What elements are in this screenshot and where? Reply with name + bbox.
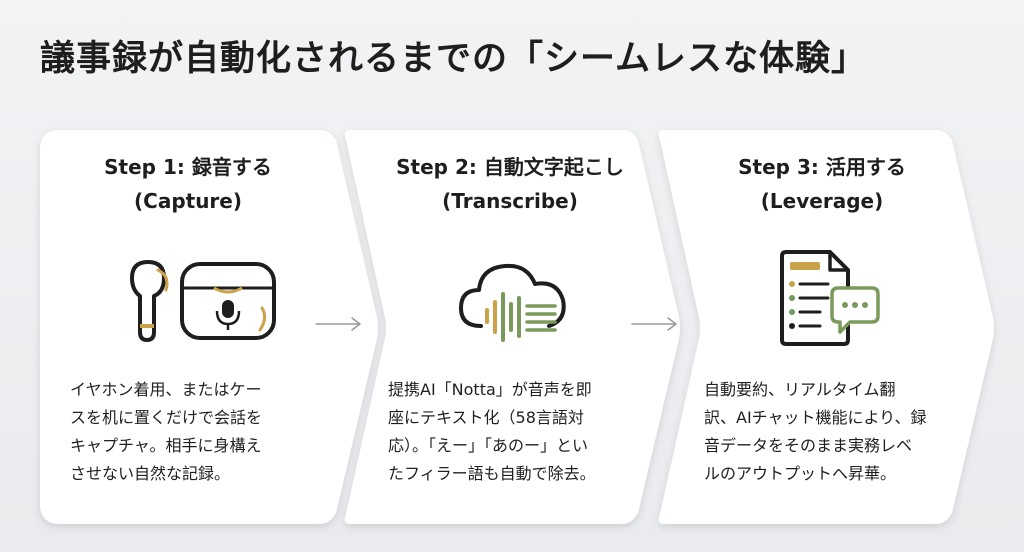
page-title: 議事録が自動化されるまでの「シームレスな体験」 xyxy=(40,39,867,79)
step-2-subtitle: (Transcribe) xyxy=(442,189,578,213)
step-1-desc-line: キャプチャ。相手に身構え xyxy=(70,436,262,455)
step-3-subtitle: (Leverage) xyxy=(760,189,884,213)
step-1-subtitle: (Capture) xyxy=(134,189,242,213)
step-2-desc-line: 座にテキスト化（58言語対 xyxy=(388,408,584,427)
step-2-title: Step 2: 自動文字起こし xyxy=(396,155,624,179)
step-3-card xyxy=(654,128,999,528)
step-1-card xyxy=(38,128,383,528)
step-1-desc-line: スを机に置くだけで会話を xyxy=(70,408,263,427)
step-1-description: イヤホン着用、またはケー スを机に置くだけで会話を キャプチャ。相手に身構え さ… xyxy=(70,376,330,488)
step-3-title: Step 3: 活用する xyxy=(738,155,906,179)
step-1-desc-line: イヤホン着用、またはケー xyxy=(70,380,262,399)
step-2-desc-line: たフィラー語も自動で除去。 xyxy=(388,464,596,483)
step-2-desc-line: 提携AI「Notta」が音声を即 xyxy=(388,380,592,399)
step-3-description: 自動要約、リアルタイム翻 訳、AIチャット機能により、録 音データをそのまま実務… xyxy=(704,376,964,488)
step-3-desc-line: ルのアウトプットへ昇華。 xyxy=(704,464,897,483)
step-2-desc-line: 応）。「えー」「あのー」とい xyxy=(388,436,589,455)
step-2-heading: Step 2: 自動文字起こし (Transcribe) xyxy=(360,150,660,218)
cloud-waveform-icon xyxy=(455,248,575,352)
arrow-right-icon xyxy=(630,314,680,338)
step-1-heading: Step 1: 録音する (Capture) xyxy=(38,150,338,218)
step-3-desc-line: 訳、AIチャット機能により、録 xyxy=(704,408,927,427)
step-3-desc-line: 音データをそのまま実務レベ xyxy=(704,436,913,455)
step-2-description: 提携AI「Notta」が音声を即 座にテキスト化（58言語対 応）。「えー」「あ… xyxy=(388,376,648,488)
step-3-heading: Step 3: 活用する (Leverage) xyxy=(672,150,972,218)
earbuds-case-mic-icon xyxy=(122,248,282,352)
step-1-desc-line: させない自然な記録。 xyxy=(70,464,231,483)
step-3-desc-line: 自動要約、リアルタイム翻 xyxy=(704,380,896,399)
arrow-right-icon xyxy=(314,314,364,338)
step-1-title: Step 1: 録音する xyxy=(104,155,272,179)
document-chat-icon xyxy=(776,248,886,352)
